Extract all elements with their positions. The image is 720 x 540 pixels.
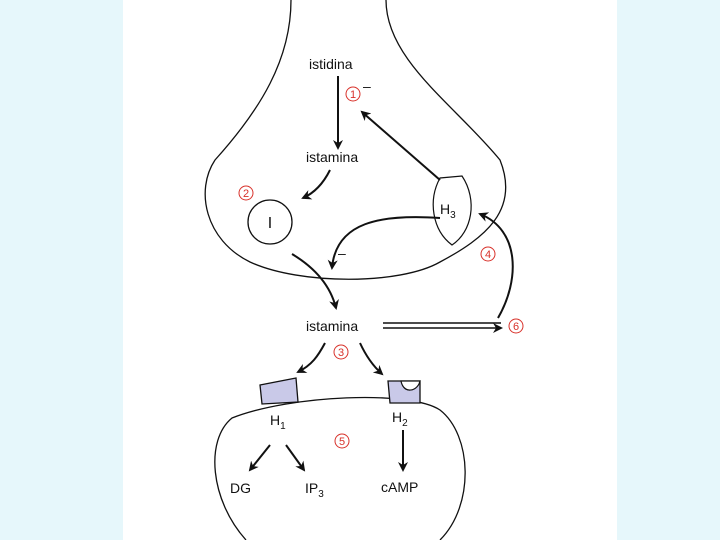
step-number-6: 6 bbox=[508, 318, 524, 334]
vesicle bbox=[247, 199, 293, 245]
postsynaptic-cell-outline bbox=[214, 396, 466, 540]
arrow-histamine-to-h3 bbox=[478, 212, 514, 319]
camp-label: cAMP bbox=[381, 479, 418, 495]
ip3-label: IP3 bbox=[305, 480, 324, 500]
histamine-label-middle: istamina bbox=[306, 318, 358, 334]
svg-text:4: 4 bbox=[485, 249, 491, 261]
inhibition-sign-2: – bbox=[338, 245, 346, 261]
h3-receptor-region bbox=[432, 175, 472, 246]
h2-receptor-label: H2 bbox=[392, 409, 408, 429]
h1-receptor-shape bbox=[259, 377, 299, 405]
inhibition-sign-1: – bbox=[363, 78, 371, 94]
dg-label: DG bbox=[230, 480, 251, 496]
h1-receptor-label: H1 bbox=[270, 412, 286, 432]
arrow-histamine-to-vesicle bbox=[301, 169, 331, 200]
h2-receptor-notch bbox=[400, 380, 421, 391]
svg-text:2: 2 bbox=[243, 188, 249, 200]
step-number-5: 5 bbox=[334, 433, 350, 449]
vesicle-label: I bbox=[268, 215, 272, 232]
svg-text:6: 6 bbox=[513, 321, 519, 333]
svg-text:3: 3 bbox=[338, 347, 344, 359]
step-number-1: 1 bbox=[345, 86, 361, 102]
arrow-h3-feedback-synthesis bbox=[360, 110, 441, 181]
arrow-h3-feedback-release bbox=[327, 216, 441, 270]
h3-receptor-label: H3 bbox=[440, 201, 456, 221]
step-number-3: 3 bbox=[333, 344, 349, 360]
step-number-4: 4 bbox=[480, 246, 496, 262]
arrow-vesicle-release bbox=[291, 253, 339, 310]
histidine-label: istidina bbox=[309, 56, 353, 72]
arrow-histamine-to-h1 bbox=[296, 342, 326, 373]
arrow-h1-to-ip3 bbox=[285, 444, 306, 472]
svg-text:1: 1 bbox=[350, 89, 356, 101]
histamine-label-top: istamina bbox=[306, 149, 358, 165]
arrow-histamine-to-h2 bbox=[359, 342, 384, 376]
svg-text:5: 5 bbox=[339, 436, 345, 448]
step-number-2: 2 bbox=[238, 185, 254, 201]
presynaptic-terminal-outline bbox=[204, 0, 507, 280]
arrow-h1-to-dg bbox=[248, 444, 271, 472]
diagram-panel bbox=[123, 0, 617, 540]
